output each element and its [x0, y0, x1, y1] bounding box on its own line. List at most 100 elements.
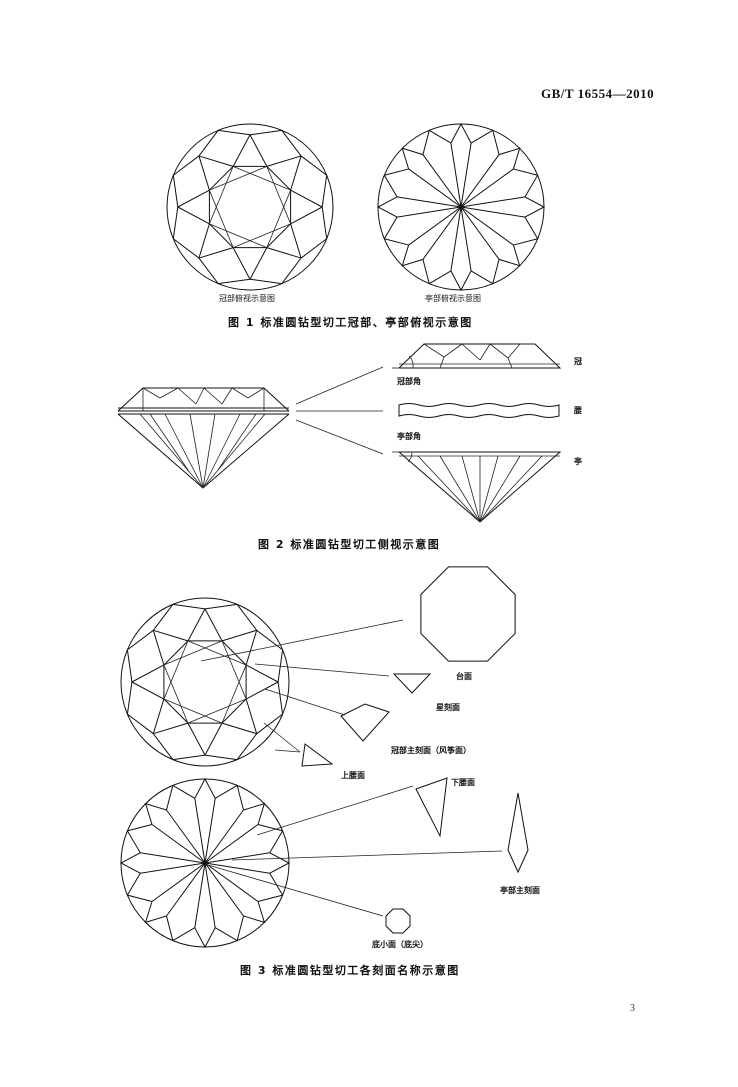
crown-facet-edge [247, 387, 265, 399]
star-facet-label: 星刻面 [436, 703, 460, 712]
bezel-facet-edge [131, 664, 165, 683]
girdle-label: 腰 [574, 406, 582, 415]
upper-girdle-facet-edge [152, 604, 174, 631]
bezel-facet-edge [204, 608, 223, 642]
star-facet-edge [187, 640, 247, 666]
pavilion-facet-edge [217, 413, 257, 471]
upper-girdle-facet-edge [198, 257, 219, 284]
pavilion-facet-edge [202, 413, 266, 489]
upper-girdle-facet-edge [218, 278, 251, 285]
lower-girdle-facet-edge [383, 174, 398, 198]
pavilion-main-facet-outline [119, 852, 206, 874]
lower-girdle-facet-edge [269, 830, 284, 854]
lower-girdle-facet-edge [470, 270, 494, 285]
bezel-facet-edge [221, 722, 257, 735]
bezel-facet-edge [198, 155, 234, 167]
upper-girdle-facet-edge [198, 130, 219, 157]
upper-girdle-leader-line [263, 722, 301, 753]
bezel-facet-edge [245, 698, 258, 734]
upper-girdle-facet-edge [218, 129, 251, 136]
lower-girdle-facet-edge [127, 894, 153, 902]
pavilion-main-facet-outline [450, 122, 472, 208]
culet-dot [458, 204, 464, 210]
table-facet-label: 台面 [456, 672, 472, 681]
crown-angle-arc [408, 355, 414, 369]
pavilion-facet-edge [417, 455, 481, 523]
star-facet-edge [163, 640, 223, 666]
star-facet-shape [392, 673, 432, 694]
bezel-facet-edge [153, 629, 189, 642]
pavilion-facet-edge [164, 413, 204, 489]
lower-girdle-facet-edge [492, 130, 500, 155]
lower-girdle-facet-edge [126, 830, 141, 854]
pavilion-main-facet-label: 亭部主刻面 [500, 886, 540, 895]
pavilion-label: 亭 [574, 457, 582, 466]
pavilion-main-facet-outline [194, 777, 216, 864]
bezel-leader-line [264, 688, 346, 716]
upper-girdle-facet-edge [300, 155, 327, 176]
upper-girdle-facet-edge [126, 681, 133, 715]
facet-names-diagram [119, 566, 529, 949]
bezel-facet-edge [245, 630, 258, 666]
lower-girdle-facet-edge [513, 238, 538, 246]
star-facet-edge [221, 640, 247, 700]
bezel-facet-edge [177, 189, 210, 208]
star-facet-edge [266, 190, 292, 248]
bezel-facet-edge [232, 134, 251, 167]
crown-connector-line [295, 366, 384, 405]
upper-girdle-facet-edge [321, 175, 328, 208]
bezel-facet-edge [266, 155, 302, 167]
crown-facet-edge [479, 343, 491, 361]
table-facet-shape [420, 566, 516, 662]
bezel-facet-edge [290, 189, 323, 208]
upper-girdle-facet-edge [126, 649, 133, 683]
standard-number: GB/T 16554—2010 [541, 86, 655, 101]
lower-girdle-facet-edge [470, 129, 494, 144]
bezel-facet-edge [232, 247, 251, 280]
lower-girdle-facet-edge [214, 784, 238, 799]
pavilion-facet-edge [189, 413, 204, 489]
pavilion-main-facet-outline [450, 206, 472, 292]
star-facet-edge [209, 223, 267, 249]
side-view-diagram [117, 343, 562, 523]
pavilion-main-facet-outline [460, 196, 546, 218]
upper-girdle-leader-line [274, 749, 301, 753]
pavilion-facet-edge [479, 455, 499, 523]
pavilion-main-facet-outline [401, 147, 462, 208]
upper-girdle-facet-edge [152, 733, 174, 760]
upper-girdle-facet-edge [172, 754, 206, 761]
pavilion-angle-arc [407, 451, 413, 463]
star-facet-edge [163, 664, 189, 724]
bezel-facet-edge [198, 223, 210, 259]
crown-facet-edge [159, 387, 179, 399]
star-facet-edge [163, 640, 189, 700]
star-facet-edge [163, 698, 223, 724]
crown-facet-edge [177, 387, 197, 405]
girdle-outline [166, 123, 334, 291]
lower-girdle-facet-edge [422, 259, 430, 284]
pavilion-connector-line [295, 419, 384, 455]
lower-girdle-facet-edge [257, 894, 283, 902]
bezel-facet-edge [187, 608, 206, 642]
lower-girdle-facet-edge [236, 915, 244, 941]
lower-girdle-facet-edge [524, 216, 539, 240]
lower-girdle-facet-label: 下腰面 [451, 778, 475, 787]
lower-girdle-facet-edge [166, 785, 174, 811]
pavilion-angle-label: 亭部角 [397, 432, 421, 441]
lower-girdle-facet-edge [428, 270, 452, 285]
figure1-title: 图 1 标准圆钻型切工冠部、亭部俯视示意图 [228, 316, 473, 329]
crown-facet-edge [461, 343, 481, 361]
bezel-facet-edge [177, 206, 210, 225]
pavilion-main-facet-outline [460, 206, 521, 267]
upper-girdle-facet-edge [172, 603, 206, 610]
bezel-facet-edge [290, 206, 323, 225]
pavilion-facet-edge [461, 455, 481, 523]
pavilion-facet-edge [202, 413, 216, 489]
star-facet-edge [233, 223, 291, 249]
bezel-facet-edge [131, 681, 165, 700]
star-facet-edge [221, 664, 247, 724]
crown-facet-edge [507, 343, 521, 359]
upper-girdle-facet-edge [300, 238, 327, 259]
bezel-facet-edge [249, 134, 268, 167]
lower-girdle-facet-edge [172, 927, 196, 942]
